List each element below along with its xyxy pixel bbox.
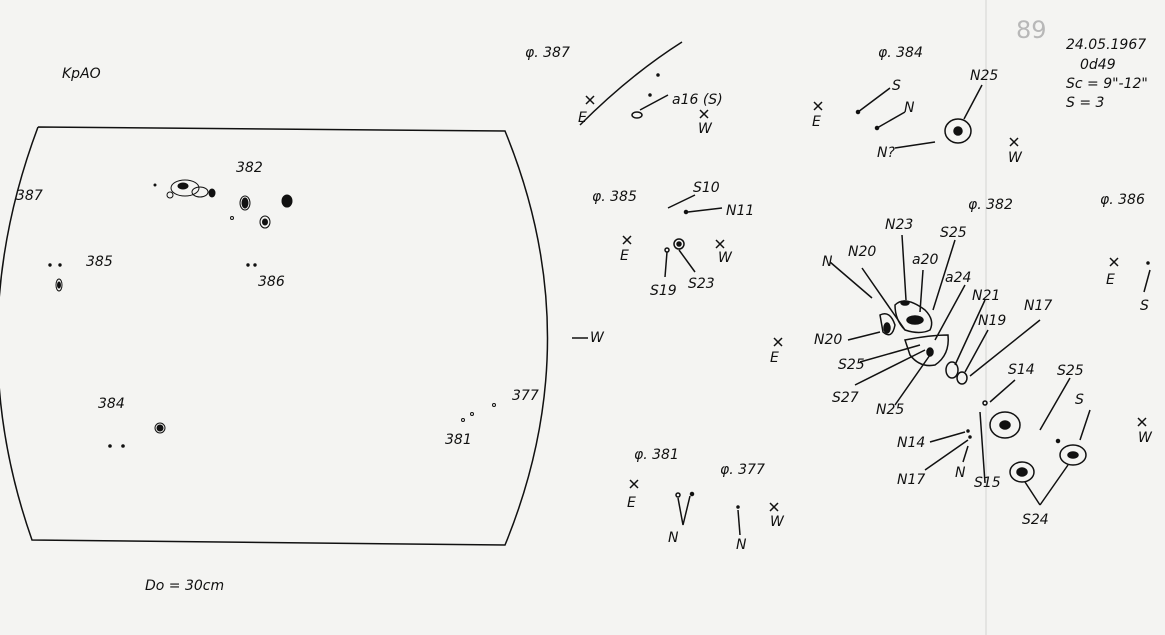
group-385-sketch — [622, 194, 725, 278]
spot-label: N — [955, 465, 966, 481]
spot-label: N25 — [876, 402, 905, 418]
east-label: E — [812, 114, 821, 130]
west-label: W — [698, 121, 712, 137]
disk-group-label: 381 — [445, 432, 472, 448]
group-title: φ. 381 — [634, 447, 679, 463]
spot-label: N19 — [978, 313, 1007, 329]
spot-label: S25 — [940, 225, 967, 241]
paper-fold — [985, 0, 987, 635]
east-label: E — [770, 350, 779, 366]
disk-group-label: 377 — [512, 388, 539, 404]
group-title: φ. 386 — [1100, 192, 1145, 208]
group-381-377-sketch — [629, 479, 779, 536]
spot-label: S — [892, 78, 901, 94]
spot-label: N20 — [814, 332, 843, 348]
spot-label: S25 — [1057, 363, 1084, 379]
spot-label: S14 — [1008, 362, 1035, 378]
disk-group-label: 385 — [86, 254, 113, 270]
spot-label: N — [822, 254, 833, 270]
spot-label: N17 — [1024, 298, 1053, 314]
spot-label: S — [1075, 392, 1084, 408]
group-title: φ. 377 — [720, 462, 765, 478]
spot-label: S27 — [832, 390, 859, 406]
group-387-sketch — [579, 41, 709, 126]
group-title: φ. 385 — [592, 189, 637, 205]
diameter-label: Do = 30cm — [145, 578, 225, 594]
s-value: S = 3 — [1066, 95, 1105, 111]
spot-label: S23 — [688, 276, 715, 292]
spot-label: N — [736, 537, 747, 553]
spot-label: N20 — [848, 244, 877, 260]
spot-label: N11 — [726, 203, 755, 219]
seeing: Sc = 9"-12" — [1066, 76, 1148, 92]
station-label: KpAO — [62, 66, 101, 82]
spot-label: a24 — [945, 270, 972, 286]
spot-label: S25 — [838, 357, 865, 373]
disk-group-label: 387 — [16, 188, 43, 204]
spot-label: S19 — [650, 283, 677, 299]
spot-label: S24 — [1022, 512, 1049, 528]
spot-label: S10 — [693, 180, 720, 196]
spot-label: N17 — [897, 472, 926, 488]
west-label: W — [1008, 150, 1022, 166]
page-number: 89 — [1016, 16, 1047, 44]
disk-group-label: 382 — [236, 160, 263, 176]
west-label: W — [718, 250, 732, 266]
east-label: E — [1106, 272, 1115, 288]
solar-disk-outline — [0, 126, 549, 546]
disk-group-label: 386 — [258, 274, 285, 290]
spot-label: N25 — [970, 68, 999, 84]
east-label: E — [627, 495, 636, 511]
spot-label: a16 (S) — [672, 92, 723, 108]
disk-spots — [48, 179, 496, 448]
group-title: φ. 384 — [878, 45, 923, 61]
spot-label: N14 — [897, 435, 926, 451]
east-label: E — [620, 248, 629, 264]
time: 0d49 — [1080, 57, 1116, 73]
west-label: W — [770, 514, 784, 530]
spot-label: S — [1140, 298, 1149, 314]
spot-label: N23 — [885, 217, 914, 233]
date: 24.05.1967 — [1066, 37, 1147, 53]
spot-label: S15 — [974, 475, 1001, 491]
disk-group-label: 384 — [98, 396, 125, 412]
group-384-sketch — [813, 84, 1019, 149]
group-386-sketch — [1109, 257, 1151, 293]
spot-label: N — [904, 100, 915, 116]
spot-label: N? — [877, 145, 895, 161]
group-title: φ. 387 — [525, 45, 570, 61]
east-label: E — [578, 110, 587, 126]
spot-label: a20 — [912, 252, 939, 268]
west-label: W — [590, 330, 604, 346]
group-382-sketch — [773, 234, 1147, 506]
spot-label: N21 — [972, 288, 1001, 304]
west-label: W — [1138, 430, 1152, 446]
spot-label: N — [668, 530, 679, 546]
group-title: φ. 382 — [968, 197, 1013, 213]
